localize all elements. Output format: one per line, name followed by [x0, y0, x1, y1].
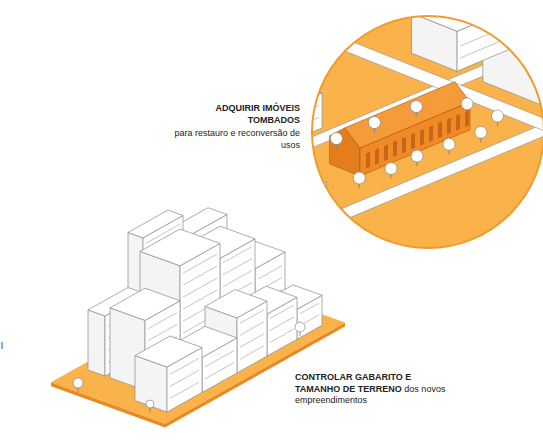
- floor-line: [300, 303, 319, 314]
- hall-window: [456, 114, 460, 131]
- floor-line: [195, 117, 319, 169]
- annotation-text: para restauro e reconversão de usos: [172, 128, 300, 151]
- floor-line: [205, 351, 234, 367]
- hall-window: [447, 118, 451, 135]
- city-building: [412, 0, 543, 71]
- building-side: [163, 190, 237, 250]
- floor-line: [183, 254, 217, 273]
- floor-line: [205, 363, 234, 379]
- city-building: [135, 336, 202, 412]
- hall-window: [393, 141, 397, 158]
- building-front: [237, 182, 327, 250]
- tree-crown: [385, 163, 397, 175]
- hall-window: [438, 122, 442, 139]
- hall-window: [429, 125, 433, 142]
- tree: [443, 138, 455, 154]
- tree-crown: [309, 175, 321, 187]
- tree: [385, 163, 397, 179]
- ground: [300, 10, 543, 260]
- tree: [492, 110, 504, 126]
- tree-crown: [353, 172, 365, 184]
- tree: [368, 117, 380, 133]
- building-side: [151, 131, 192, 182]
- building-roof: [140, 229, 220, 266]
- city-building: [163, 152, 327, 249]
- floor-line: [270, 329, 294, 342]
- tree-trunk: [328, 212, 329, 221]
- annotation-text: l: [1, 341, 3, 351]
- floor-line: [240, 334, 264, 347]
- hall-roof: [345, 82, 470, 148]
- building-front: [457, 0, 542, 71]
- floor-line: [240, 322, 264, 335]
- floor-line: [170, 370, 199, 386]
- tree: [410, 101, 422, 117]
- tree: [322, 205, 334, 221]
- hall-window: [402, 137, 406, 154]
- floor-line: [240, 346, 264, 359]
- building-roof: [163, 152, 327, 219]
- building-side: [88, 310, 105, 376]
- hall-window: [366, 152, 370, 169]
- tree: [461, 98, 473, 114]
- floor-line: [170, 358, 199, 374]
- building-roof: [135, 336, 202, 367]
- tree-crown: [410, 101, 422, 113]
- tree-crown: [73, 378, 83, 388]
- road: [230, 62, 543, 261]
- floor-line: [183, 266, 217, 285]
- tree-crown: [443, 138, 455, 150]
- tree-crown: [295, 322, 305, 332]
- tree: [146, 400, 154, 412]
- floor-line: [270, 317, 294, 330]
- tree-crown: [322, 205, 334, 217]
- heritage-building: [330, 82, 470, 176]
- tree: [411, 150, 423, 166]
- tree-crown: [475, 126, 487, 138]
- tree: [296, 152, 308, 168]
- hall-window: [411, 133, 415, 150]
- floor-line: [223, 258, 252, 274]
- tree: [295, 322, 305, 336]
- floor-line: [170, 382, 199, 398]
- floor-line: [240, 310, 264, 323]
- tree-crown: [461, 98, 473, 110]
- tree-trunk: [302, 159, 303, 168]
- tree-crown: [330, 133, 342, 145]
- floor-line: [148, 312, 177, 328]
- tree: [475, 126, 487, 142]
- hall-window: [384, 144, 388, 161]
- floor-line: [240, 201, 324, 236]
- tree: [73, 378, 83, 392]
- tree: [309, 175, 321, 191]
- building-roof: [110, 288, 180, 320]
- floor-line: [223, 270, 252, 286]
- zoom-circle: [312, 16, 543, 248]
- tree-crown: [368, 117, 380, 129]
- annotation: CONTROLAR GABARITO E TAMANHO DE TERRENO …: [295, 372, 450, 407]
- city-building: [151, 77, 322, 183]
- floor-line: [258, 266, 282, 279]
- floor-line: [270, 305, 294, 318]
- floor-line: [183, 278, 217, 297]
- annotation-heading: ADQUIRIR IMÓVEIS TOMBADOS: [172, 103, 300, 126]
- tree: [330, 133, 342, 149]
- annotation: ADQUIRIR IMÓVEIS TOMBADOSpara restauro e…: [172, 103, 300, 151]
- annotation-heading: CONTROLAR GABARITO E TAMANHO DE TERRENO: [295, 372, 411, 394]
- floor-line: [223, 246, 252, 262]
- floor-line: [240, 189, 324, 224]
- building-block: [51, 208, 345, 428]
- tree-crown: [296, 152, 308, 164]
- tree-trunk: [315, 182, 316, 191]
- tree-crown: [411, 150, 423, 162]
- tree-crown: [492, 110, 504, 122]
- annotation: l: [1, 341, 11, 353]
- hall-window: [420, 129, 424, 146]
- building-roof: [205, 290, 267, 318]
- hall-window: [375, 148, 379, 165]
- tree: [353, 172, 365, 188]
- heritage-zoom: [128, 0, 543, 261]
- tree-crown: [146, 400, 154, 408]
